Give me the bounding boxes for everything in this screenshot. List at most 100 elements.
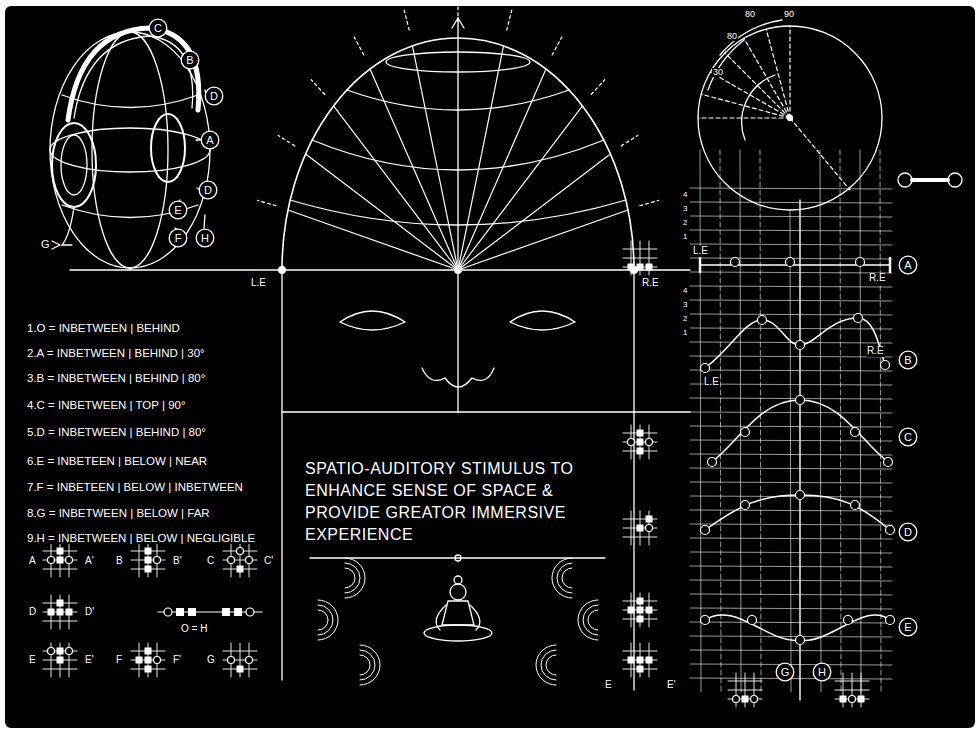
sphere-stem xyxy=(129,268,130,270)
legend-line: 4.C = INBETWEEN | TOP | 90° xyxy=(26,399,187,411)
dome-latitude xyxy=(386,52,530,72)
graph-point xyxy=(796,636,805,645)
legend-line: 8.G = INBETWEEN | BELOW | FAR xyxy=(26,507,211,519)
circle-letter-text: D xyxy=(204,185,212,196)
icon-filled-cell xyxy=(57,548,64,555)
sound-wave xyxy=(360,645,380,685)
legend-line: 5.D = INBETWEEN | BEHIND | 80° xyxy=(26,426,207,438)
graph-point xyxy=(881,361,890,370)
head-side xyxy=(633,270,634,690)
icon-filled-cell xyxy=(237,666,244,673)
circle-ring xyxy=(899,428,917,446)
icon-filled-cell xyxy=(136,657,143,664)
title-underline xyxy=(310,557,605,558)
outer-ray xyxy=(591,80,605,95)
grid-label: F' xyxy=(172,655,182,666)
outer-ray xyxy=(257,200,276,205)
grid-line xyxy=(690,188,892,189)
dome-meridian xyxy=(412,46,458,270)
axis-number: 2 xyxy=(682,315,688,323)
sound-wave xyxy=(583,605,598,635)
circle-ring xyxy=(181,51,199,69)
chin-line xyxy=(282,411,690,412)
circled-letter: A xyxy=(200,130,220,150)
icon-filled-cell xyxy=(858,696,865,703)
sound-wave xyxy=(536,645,556,685)
dome-meridian xyxy=(334,106,458,270)
graph-point xyxy=(708,458,717,467)
dome-latitude xyxy=(290,200,626,225)
pattern-end-ring xyxy=(898,173,912,187)
graph-point xyxy=(884,458,893,467)
grid-line xyxy=(690,468,892,469)
grid-line xyxy=(790,210,791,692)
grid-label: E' xyxy=(84,655,95,666)
circle-letter-text: F xyxy=(175,233,182,244)
icon-filled-cell xyxy=(637,607,644,614)
icon-open-cell xyxy=(154,657,161,664)
title-text: SPATIO-AUDITORY STIMULUS TO ENHANCE SENS… xyxy=(305,458,605,546)
vertical-axis xyxy=(457,18,458,412)
circled-letter: E xyxy=(168,200,188,220)
axis-number: 3 xyxy=(682,301,688,309)
outer-ray xyxy=(640,200,659,205)
grid-label: G xyxy=(206,655,216,666)
grid-line xyxy=(690,300,892,301)
circle-ring xyxy=(899,523,917,541)
outer-ray xyxy=(278,135,295,145)
grid-label: B xyxy=(115,556,124,567)
grid-label: D xyxy=(28,607,37,618)
sound-wave xyxy=(360,650,375,680)
sound-wave xyxy=(318,600,338,640)
icon-open-cell xyxy=(628,439,635,446)
legend-line: 1.O = INBETWEEN | BEHIND xyxy=(26,322,181,334)
grid-line xyxy=(690,356,892,357)
icon-grid-line xyxy=(623,537,657,538)
side-label: R.E xyxy=(868,273,887,284)
circle-ring xyxy=(169,229,187,247)
grid-centre-line xyxy=(799,200,800,700)
sphere-latitude xyxy=(62,95,198,218)
ear-cup-inner xyxy=(61,135,87,195)
sound-wave xyxy=(541,650,556,680)
outer-ray xyxy=(354,37,364,55)
headphone-band-inner xyxy=(74,36,193,118)
grid-label: B' xyxy=(172,556,183,567)
side-label: L.E xyxy=(703,377,720,388)
icon-filled-cell xyxy=(145,548,152,555)
graph-point xyxy=(844,616,853,625)
graph-point xyxy=(851,501,860,510)
sound-wave xyxy=(318,610,328,630)
icon-grid-line xyxy=(728,690,762,691)
angle-label: 80 xyxy=(744,10,756,19)
meditator-head xyxy=(450,584,466,600)
circle-letter-text: G xyxy=(781,667,790,678)
graph-point xyxy=(796,341,805,350)
grid-line xyxy=(880,150,881,692)
sound-wave xyxy=(552,558,572,598)
outer-ray xyxy=(457,1,458,22)
circled-letter: C xyxy=(898,427,918,447)
grid-line xyxy=(700,150,701,692)
grid-line xyxy=(690,412,892,413)
circled-letter: B xyxy=(898,350,918,370)
axis-number: 1 xyxy=(682,329,688,337)
angle-label: 80 xyxy=(726,32,738,41)
icon-filled-cell xyxy=(188,608,196,616)
outer-ray xyxy=(404,10,409,30)
circled-letter: G xyxy=(775,662,795,682)
axis-number: 4 xyxy=(682,191,688,199)
icon-grid-line xyxy=(43,621,77,622)
icon-open-cell xyxy=(733,696,740,703)
listening-sphere xyxy=(50,32,210,268)
icon-open-cell xyxy=(48,648,55,655)
icon-filled-cell xyxy=(637,264,644,271)
icon-filled-cell xyxy=(628,264,635,271)
circle-ring xyxy=(899,618,917,636)
circle-ring xyxy=(776,663,794,681)
icon-open-cell xyxy=(646,439,653,446)
grid-label: D' xyxy=(84,607,95,618)
icon-filled-cell xyxy=(57,609,64,616)
icon-filled-cell xyxy=(840,696,847,703)
